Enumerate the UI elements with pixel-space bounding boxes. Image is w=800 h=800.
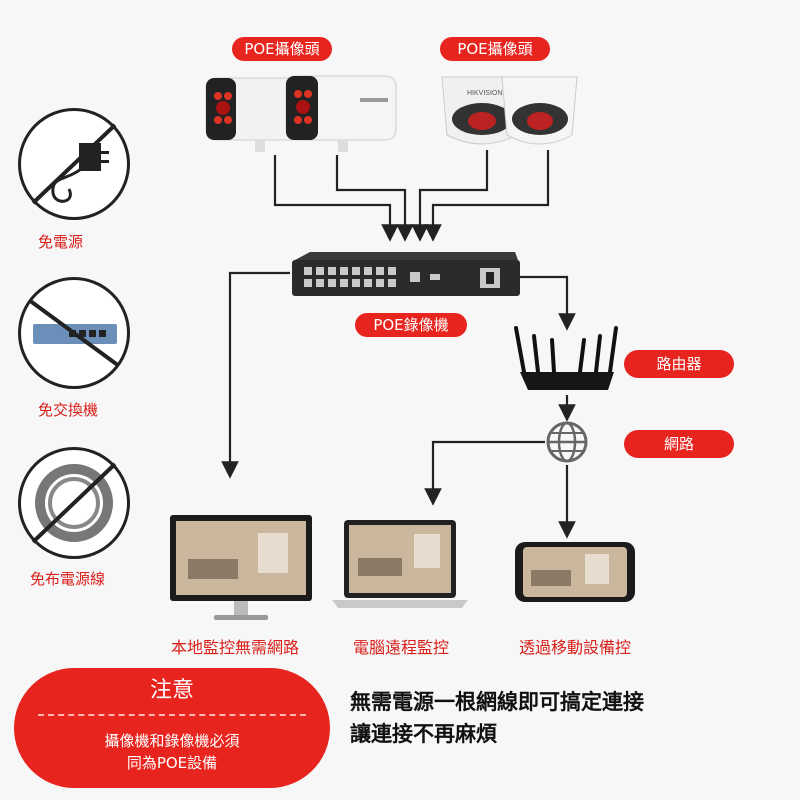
router-icon <box>514 326 618 390</box>
power-adapter-crossed-icon <box>31 123 117 205</box>
left-item-label: 免交換機 <box>38 401 99 419</box>
phone-icon <box>515 542 635 602</box>
display-label-local: 本地監控無需網路 <box>170 638 299 657</box>
notice-title: 注意 <box>149 678 194 703</box>
no-power-adapter-circle <box>18 108 130 220</box>
nvr-label: POE錄像機 <box>355 313 467 337</box>
cable-crossed-icon <box>31 462 117 544</box>
left-item-label: 免電源 <box>38 233 84 251</box>
network-label: 網路 <box>624 430 734 458</box>
nvr-device-icon <box>292 252 520 296</box>
bullet-cameras-icon <box>205 75 397 152</box>
tagline-line-1: 無需電源一根網線即可搞定連接 <box>350 690 644 714</box>
router-label: 路由器 <box>624 350 734 378</box>
dome-cameras-icon: HIKVISION <box>441 76 578 145</box>
dome-camera-label: POE攝像頭 <box>440 37 550 61</box>
tagline: 無需電源一根網線即可搞定連接 讓連接不再麻煩 <box>350 686 790 750</box>
switch-crossed-icon <box>27 298 121 368</box>
notice-text: 攝像機和錄像機必須 同為POE設備 <box>14 730 330 774</box>
tagline-line-2: 讓連接不再麻煩 <box>350 722 497 746</box>
no-cable-circle <box>18 447 130 559</box>
laptop-icon <box>332 520 468 608</box>
monitor-icon <box>170 515 312 620</box>
notice-line-1: 攝像機和錄像機必須 <box>104 732 240 750</box>
notice-divider <box>38 714 306 716</box>
display-label-pc: 電腦遠程監控 <box>352 638 449 657</box>
bullet-camera-label: POE攝像頭 <box>232 37 332 61</box>
svg-text:HIKVISION: HIKVISION <box>467 90 502 97</box>
display-label-mobile: 透過移動設備控 <box>518 638 631 657</box>
left-item-label: 免布電源線 <box>30 570 106 588</box>
notice-line-2: 同為POE設備 <box>126 754 218 772</box>
notice-panel: 注意 攝像機和錄像機必須 同為POE設備 <box>14 668 330 788</box>
globe-icon <box>546 421 588 463</box>
no-switch-circle <box>18 277 130 389</box>
